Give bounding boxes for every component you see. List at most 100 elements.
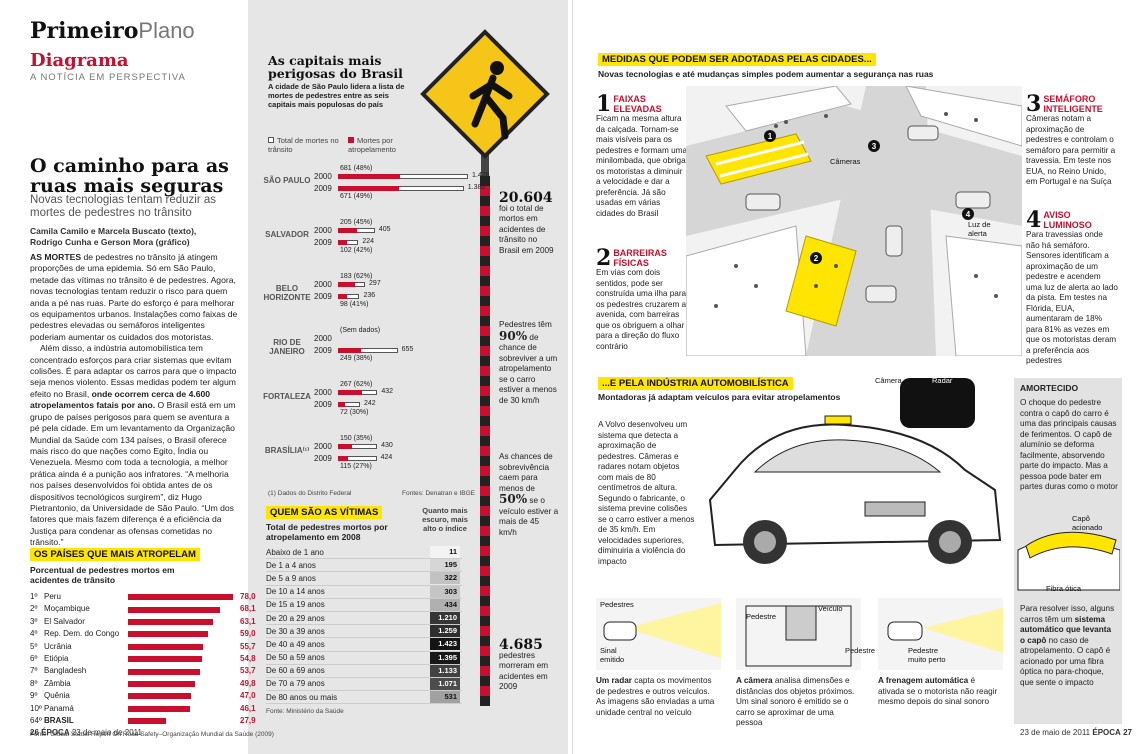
age-value: 195 xyxy=(430,559,460,572)
age-label: De 40 a 49 anos xyxy=(266,639,325,649)
ranking-country: Zâmbia xyxy=(44,678,71,688)
capital-year: 2009 xyxy=(314,238,332,247)
article-title: O caminho para as ruas mais seguras xyxy=(30,155,229,197)
ranking-bar xyxy=(128,656,202,663)
ranking-country: Etiópia xyxy=(44,653,69,663)
ped-label: 205 (45%) xyxy=(340,219,373,226)
label-camera: Câmera xyxy=(875,376,902,385)
capital-year: 2009 xyxy=(314,184,332,193)
total-label: 655 xyxy=(401,346,414,353)
ranking-value: 27,9 xyxy=(240,716,256,725)
ped-label: 183 (62%) xyxy=(340,273,373,280)
capitals-note: (1) Dados do Distrito Federal xyxy=(268,490,352,497)
ped-label: 98 (41%) xyxy=(340,301,369,308)
ranking-bar xyxy=(128,606,220,613)
step-3-label-a: Pedestre muito perto xyxy=(908,646,946,664)
step-2-caption: A câmera analisa dimensões e distâncias … xyxy=(736,676,855,727)
capital-name: BELO HORIZONTE xyxy=(263,284,311,302)
ranking-pos: 64º xyxy=(30,715,42,725)
age-label: De 20 a 29 anos xyxy=(266,613,325,623)
capital-year: 2009 xyxy=(314,292,332,301)
label-cameras: Câmeras xyxy=(830,157,861,166)
ranking-value: 49,8 xyxy=(240,678,256,688)
age-value: 303 xyxy=(430,585,460,598)
ped-bar xyxy=(338,402,345,407)
ranking-source: Fonte: Global Status Report On Road Safe… xyxy=(30,731,274,738)
svg-text:1: 1 xyxy=(768,132,773,141)
ranking-row: 3º El Salvador xyxy=(30,616,240,628)
ranking-country: El Salvador xyxy=(44,616,85,626)
ped-bar xyxy=(338,456,349,461)
age-label: De 1 a 4 anos xyxy=(266,560,316,570)
section-header: PrimeiroPlano xyxy=(30,18,195,44)
ranking-country: Peru xyxy=(44,592,61,601)
age-value: 11 xyxy=(430,546,460,559)
step-3-caption: A frenagem automática é ativada se o mot… xyxy=(878,676,998,706)
footer-right: 23 de maio de 2011 ÉPOCA 27 xyxy=(1020,728,1132,737)
ranking-pos: 5º xyxy=(30,641,38,651)
svg-text:3: 3 xyxy=(872,142,877,151)
total-label: 224 xyxy=(362,238,375,245)
capital-name: BRASÍLIA⁽¹⁾ xyxy=(264,446,310,455)
total-label: 1.382 xyxy=(467,184,486,191)
ranking-bar xyxy=(128,718,166,725)
ped-label: 102 (42%) xyxy=(340,247,373,254)
article-deck: Novas tecnologias tentam reduzir as mort… xyxy=(30,194,217,219)
victims-scale-note: Quanto mais escuro, mais alto o índice xyxy=(422,506,468,533)
ranking-pos: 9º xyxy=(30,691,38,701)
industry-text: A Volvo desenvolveu um sistema que detec… xyxy=(598,420,695,566)
ranking-value: 63,1 xyxy=(240,616,256,626)
ped-bar xyxy=(338,240,348,245)
ped-bar xyxy=(338,186,400,191)
pedestrian-sign xyxy=(417,26,557,176)
ranking-country: Rep. Dem. do Congo xyxy=(44,629,120,639)
ped-label: 115 (27%) xyxy=(340,463,372,470)
ped-bar xyxy=(338,228,357,233)
label-luz: Luz de alerta xyxy=(968,220,991,238)
sign-pole xyxy=(480,176,490,706)
capital-year: 2009 xyxy=(314,454,332,463)
age-label: Abaixo de 1 ano xyxy=(266,547,324,557)
victims-subtitle: Total de pedestres mortos por atropelame… xyxy=(266,522,388,542)
rubric: Diagrama xyxy=(30,50,129,71)
victims-source: Fonte: Ministério da Saúde xyxy=(266,708,344,715)
legend-total: Total de mortes no trânsito xyxy=(268,136,339,154)
step-2-illustration xyxy=(736,598,861,670)
ranking-pos: 3º xyxy=(30,616,38,626)
age-value: 1.133 xyxy=(430,664,460,677)
total-label: 236 xyxy=(363,292,376,299)
ranking-value: 68,1 xyxy=(240,604,256,614)
ranking-bar xyxy=(128,668,201,675)
age-value: 322 xyxy=(430,572,460,585)
age-value: 531 xyxy=(430,691,460,704)
age-value: 1.259 xyxy=(430,625,460,638)
ped-bar xyxy=(338,282,355,287)
label-hood: Capô acionado xyxy=(1072,514,1103,532)
amortecido-text: O choque do pedestre contra o capô do ca… xyxy=(1020,398,1118,491)
ranking-value: 54,8 xyxy=(240,654,256,663)
ranking-bar xyxy=(128,705,191,712)
capital-name: SÃO PAULO xyxy=(263,176,311,185)
ranking-bar xyxy=(128,594,234,601)
capital-name: FORTALEZA xyxy=(263,392,311,401)
capitals-lead: A cidade de São Paulo lidera a lista de … xyxy=(268,82,405,110)
capital-year: 2000 xyxy=(314,442,332,451)
age-label: De 15 a 19 anos xyxy=(266,600,325,610)
footer-left: 26 ÉPOCA 23 de maio de 2011 xyxy=(30,728,142,737)
svg-text:4: 4 xyxy=(966,210,971,219)
ped-label: 671 (49%) xyxy=(340,193,373,200)
capital-year: 2009 xyxy=(314,346,332,355)
age-label: De 5 a 9 anos xyxy=(266,573,316,583)
car-illustration xyxy=(695,410,1010,585)
capital-year: 2009 xyxy=(314,400,332,409)
